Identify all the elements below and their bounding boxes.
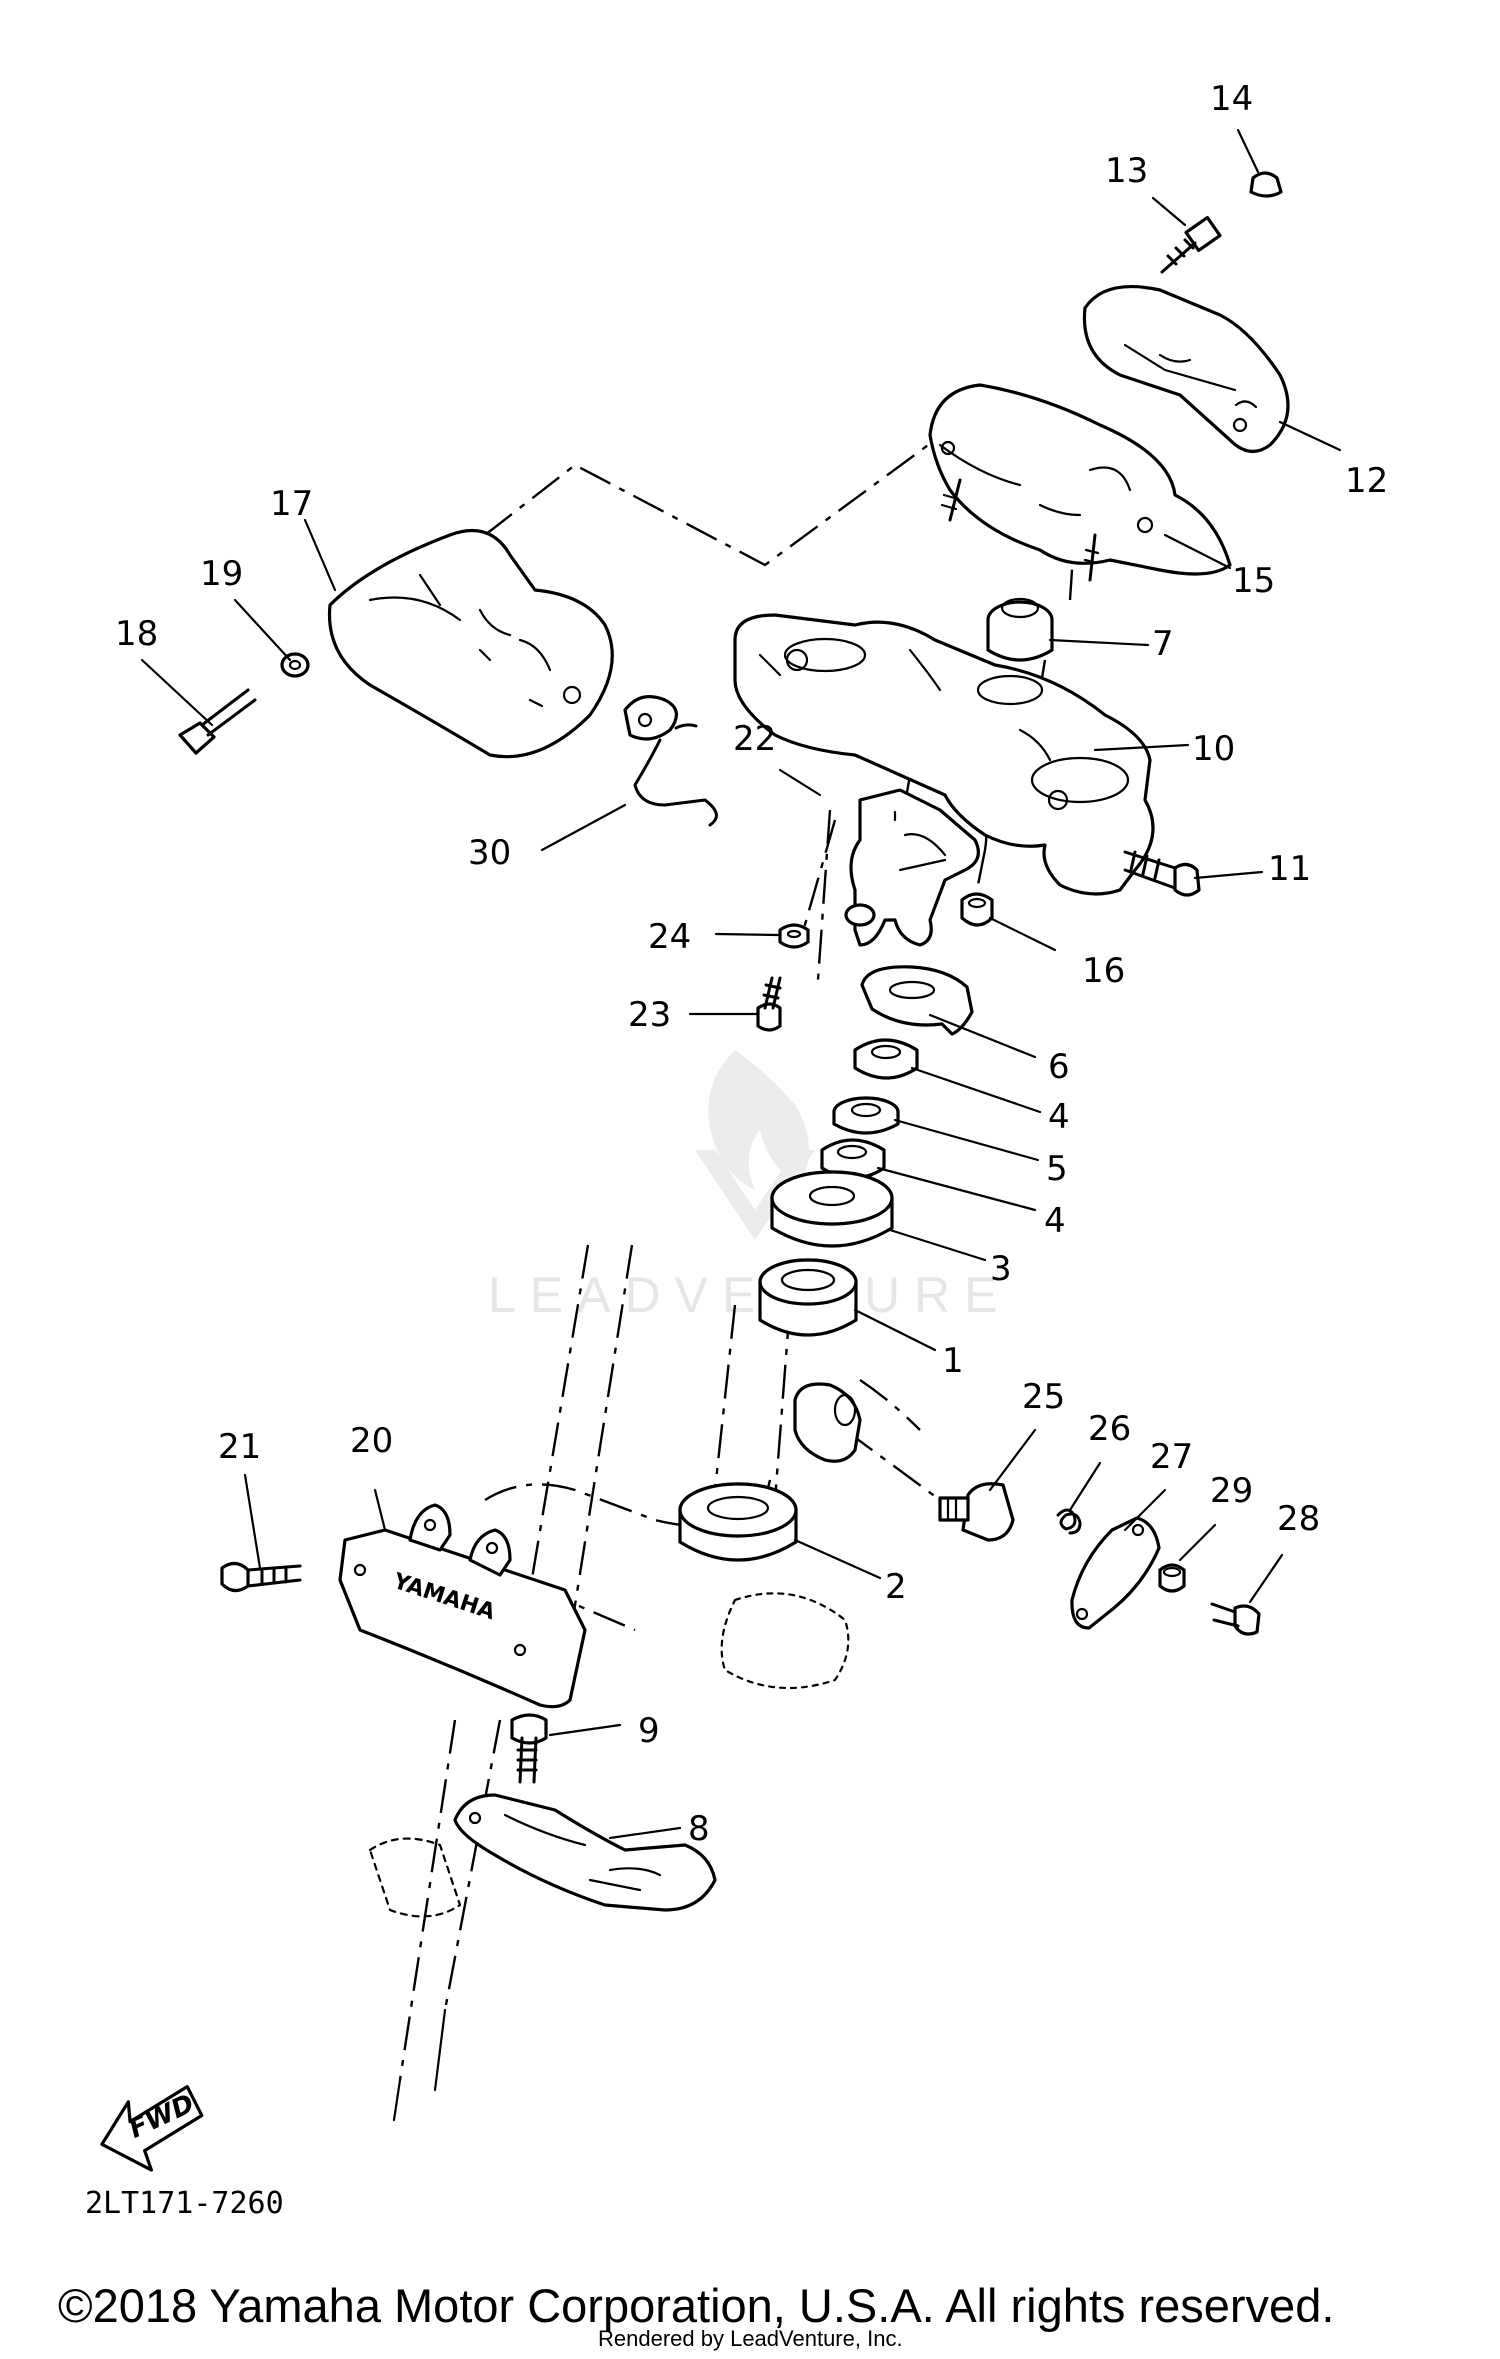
part-30-wire[interactable] — [623, 695, 718, 827]
part-9-bolt[interactable] — [510, 1713, 548, 1784]
part-1-bearing[interactable] — [758, 1258, 858, 1337]
copyright-notice: ©2018 Yamaha Motor Corporation, U.S.A. A… — [58, 2279, 1334, 2332]
watermark: LEADVENTURE — [488, 1050, 1012, 1323]
part-24-nut[interactable] — [778, 923, 810, 949]
part-21-bolt[interactable] — [220, 1561, 302, 1593]
callout-18: 18 — [115, 614, 158, 654]
part-10-upper-bracket[interactable] — [733, 613, 1155, 896]
callout-15: 15 — [1232, 561, 1275, 601]
callout-numbers: 14 13 12 15 7 10 11 16 6 4 5 4 3 1 25 26… — [115, 79, 1388, 1849]
callout-5: 5 — [1046, 1149, 1068, 1189]
part-26-spring[interactable] — [1056, 1508, 1082, 1535]
part-18-bolt[interactable] — [178, 688, 257, 755]
callout-21: 21 — [218, 1427, 261, 1467]
part-15-holder[interactable] — [928, 383, 1232, 582]
part-5-washer[interactable] — [832, 1096, 900, 1135]
callout-6: 6 — [1048, 1047, 1070, 1087]
callout-28: 28 — [1277, 1499, 1320, 1539]
callout-1: 1 — [942, 1341, 964, 1381]
callout-22: 22 — [733, 719, 776, 759]
callout-2: 2 — [885, 1567, 907, 1607]
part-7-nut[interactable] — [986, 597, 1054, 662]
callout-10: 10 — [1192, 729, 1235, 769]
part-4-lock-nut-upper[interactable] — [853, 1038, 919, 1080]
callout-29: 29 — [1210, 1471, 1253, 1511]
part-23-bolt[interactable] — [756, 976, 782, 1032]
part-13-bolt[interactable] — [1160, 215, 1222, 274]
part-28-screw[interactable] — [1210, 1602, 1261, 1636]
part-16-nut[interactable] — [960, 892, 994, 927]
watermark-text: LEADVENTURE — [488, 1267, 1012, 1323]
part-11-bolt[interactable] — [1123, 850, 1201, 897]
callout-20: 20 — [350, 1421, 393, 1461]
callout-7: 7 — [1152, 624, 1174, 664]
callout-16: 16 — [1082, 951, 1125, 991]
callout-26: 26 — [1088, 1409, 1131, 1449]
part-27-plate[interactable] — [1070, 1516, 1161, 1630]
part-20-emblem-cover[interactable]: YAMAHA — [338, 1503, 587, 1709]
callout-23: 23 — [628, 995, 671, 1035]
part-8-lower-cover[interactable] — [453, 1793, 717, 1912]
leader-lines — [140, 128, 1342, 1840]
part-2-bearing[interactable] — [678, 1482, 798, 1562]
callout-27: 27 — [1150, 1437, 1193, 1477]
callout-4b: 4 — [1044, 1201, 1066, 1241]
callout-24: 24 — [648, 917, 691, 957]
callout-25: 25 — [1022, 1377, 1065, 1417]
callout-9: 9 — [638, 1711, 660, 1751]
callout-17: 17 — [270, 484, 313, 524]
part-19-washer[interactable] — [280, 652, 310, 678]
callout-13: 13 — [1105, 151, 1148, 191]
part-6-lock-washer[interactable] — [860, 965, 974, 1036]
part-12-upper-holder[interactable] — [1082, 284, 1290, 453]
part-14-cap[interactable] — [1249, 171, 1283, 198]
callout-14: 14 — [1210, 79, 1253, 119]
part-3-bearing-cover[interactable] — [770, 1170, 894, 1248]
fwd-arrow: FWD — [100, 2085, 204, 2172]
rendered-by-credit: Rendered by LeadVenture, Inc. — [598, 2326, 903, 2351]
part-29-grommet[interactable] — [1158, 1563, 1186, 1593]
callout-8: 8 — [688, 1809, 710, 1849]
part-22-bracket[interactable] — [844, 788, 980, 947]
callout-12: 12 — [1345, 461, 1388, 501]
callout-19: 19 — [200, 554, 243, 594]
callout-30: 30 — [468, 833, 511, 873]
fork-outline — [368, 1244, 921, 2122]
callout-3: 3 — [990, 1249, 1012, 1289]
reference-code: 2LT171-7260 — [85, 2186, 284, 2221]
callout-11: 11 — [1268, 849, 1311, 889]
collar[interactable] — [793, 1382, 862, 1463]
part-17-cover[interactable] — [327, 528, 614, 759]
callout-4a: 4 — [1048, 1097, 1070, 1137]
part-25-switch[interactable] — [938, 1482, 1015, 1542]
